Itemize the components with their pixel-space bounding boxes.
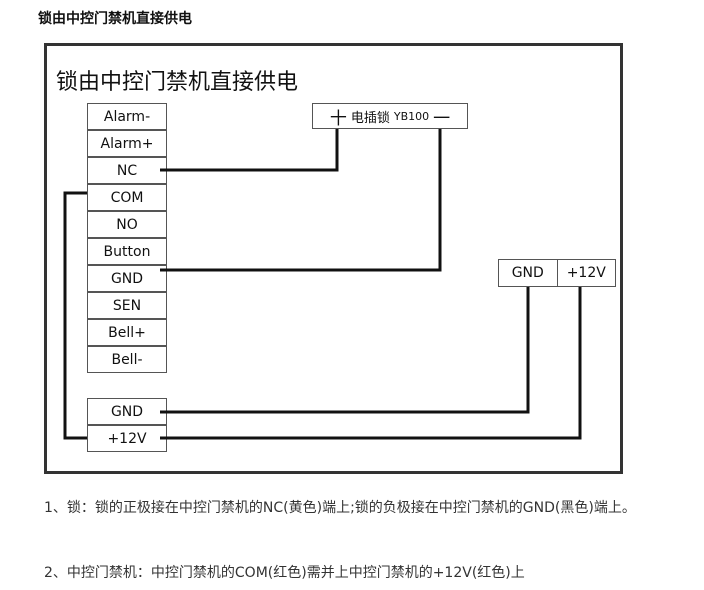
electric-lock: 十 电插锁 YB100 一 [312, 103, 468, 129]
lock-name: 电插锁 [350, 110, 390, 126]
wire-com-to-12v [63, 191, 87, 440]
power-supply: GND +12V [498, 259, 616, 287]
note-controller-wiring: 2、中控门禁机：中控门禁机的COM(红色)需并上中控门禁机的+12V(红色)上 [44, 565, 525, 581]
terminal-gnd: GND [87, 265, 167, 292]
lock-negative-symbol: 一 [433, 108, 451, 129]
terminal-button: Button [87, 238, 167, 265]
note-lock-wiring: 1、锁：锁的正极接在中控门禁机的NC(黄色)端上;锁的负极接在中控门禁机的GND… [44, 500, 636, 516]
terminal-bell-minus: Bell- [87, 346, 167, 373]
power-supply-12v: +12V [556, 260, 616, 286]
terminal-sen: SEN [87, 292, 167, 319]
terminal-alarm-minus: Alarm- [87, 103, 167, 130]
terminal-no: NO [87, 211, 167, 238]
wire-nc-to-lock-positive [160, 129, 339, 172]
page-heading: 锁由中控门禁机直接供电 [38, 11, 192, 27]
terminal-alarm-plus: Alarm+ [87, 130, 167, 157]
wire-gnd-to-supply-gnd [160, 287, 530, 414]
diagram-title: 锁由中控门禁机直接供电 [56, 70, 299, 95]
wire-gnd-to-lock-negative [160, 129, 442, 272]
power-supply-gnd: GND [511, 265, 544, 281]
wire-12v-to-supply-12v [160, 287, 582, 440]
terminal-power-12v: +12V [87, 425, 167, 452]
lock-positive-symbol: 十 [329, 108, 347, 129]
terminal-bell-plus: Bell+ [87, 319, 167, 346]
lock-model: YB100 [393, 109, 430, 123]
terminal-power-gnd: GND [87, 398, 167, 425]
terminal-com: COM [87, 184, 167, 211]
